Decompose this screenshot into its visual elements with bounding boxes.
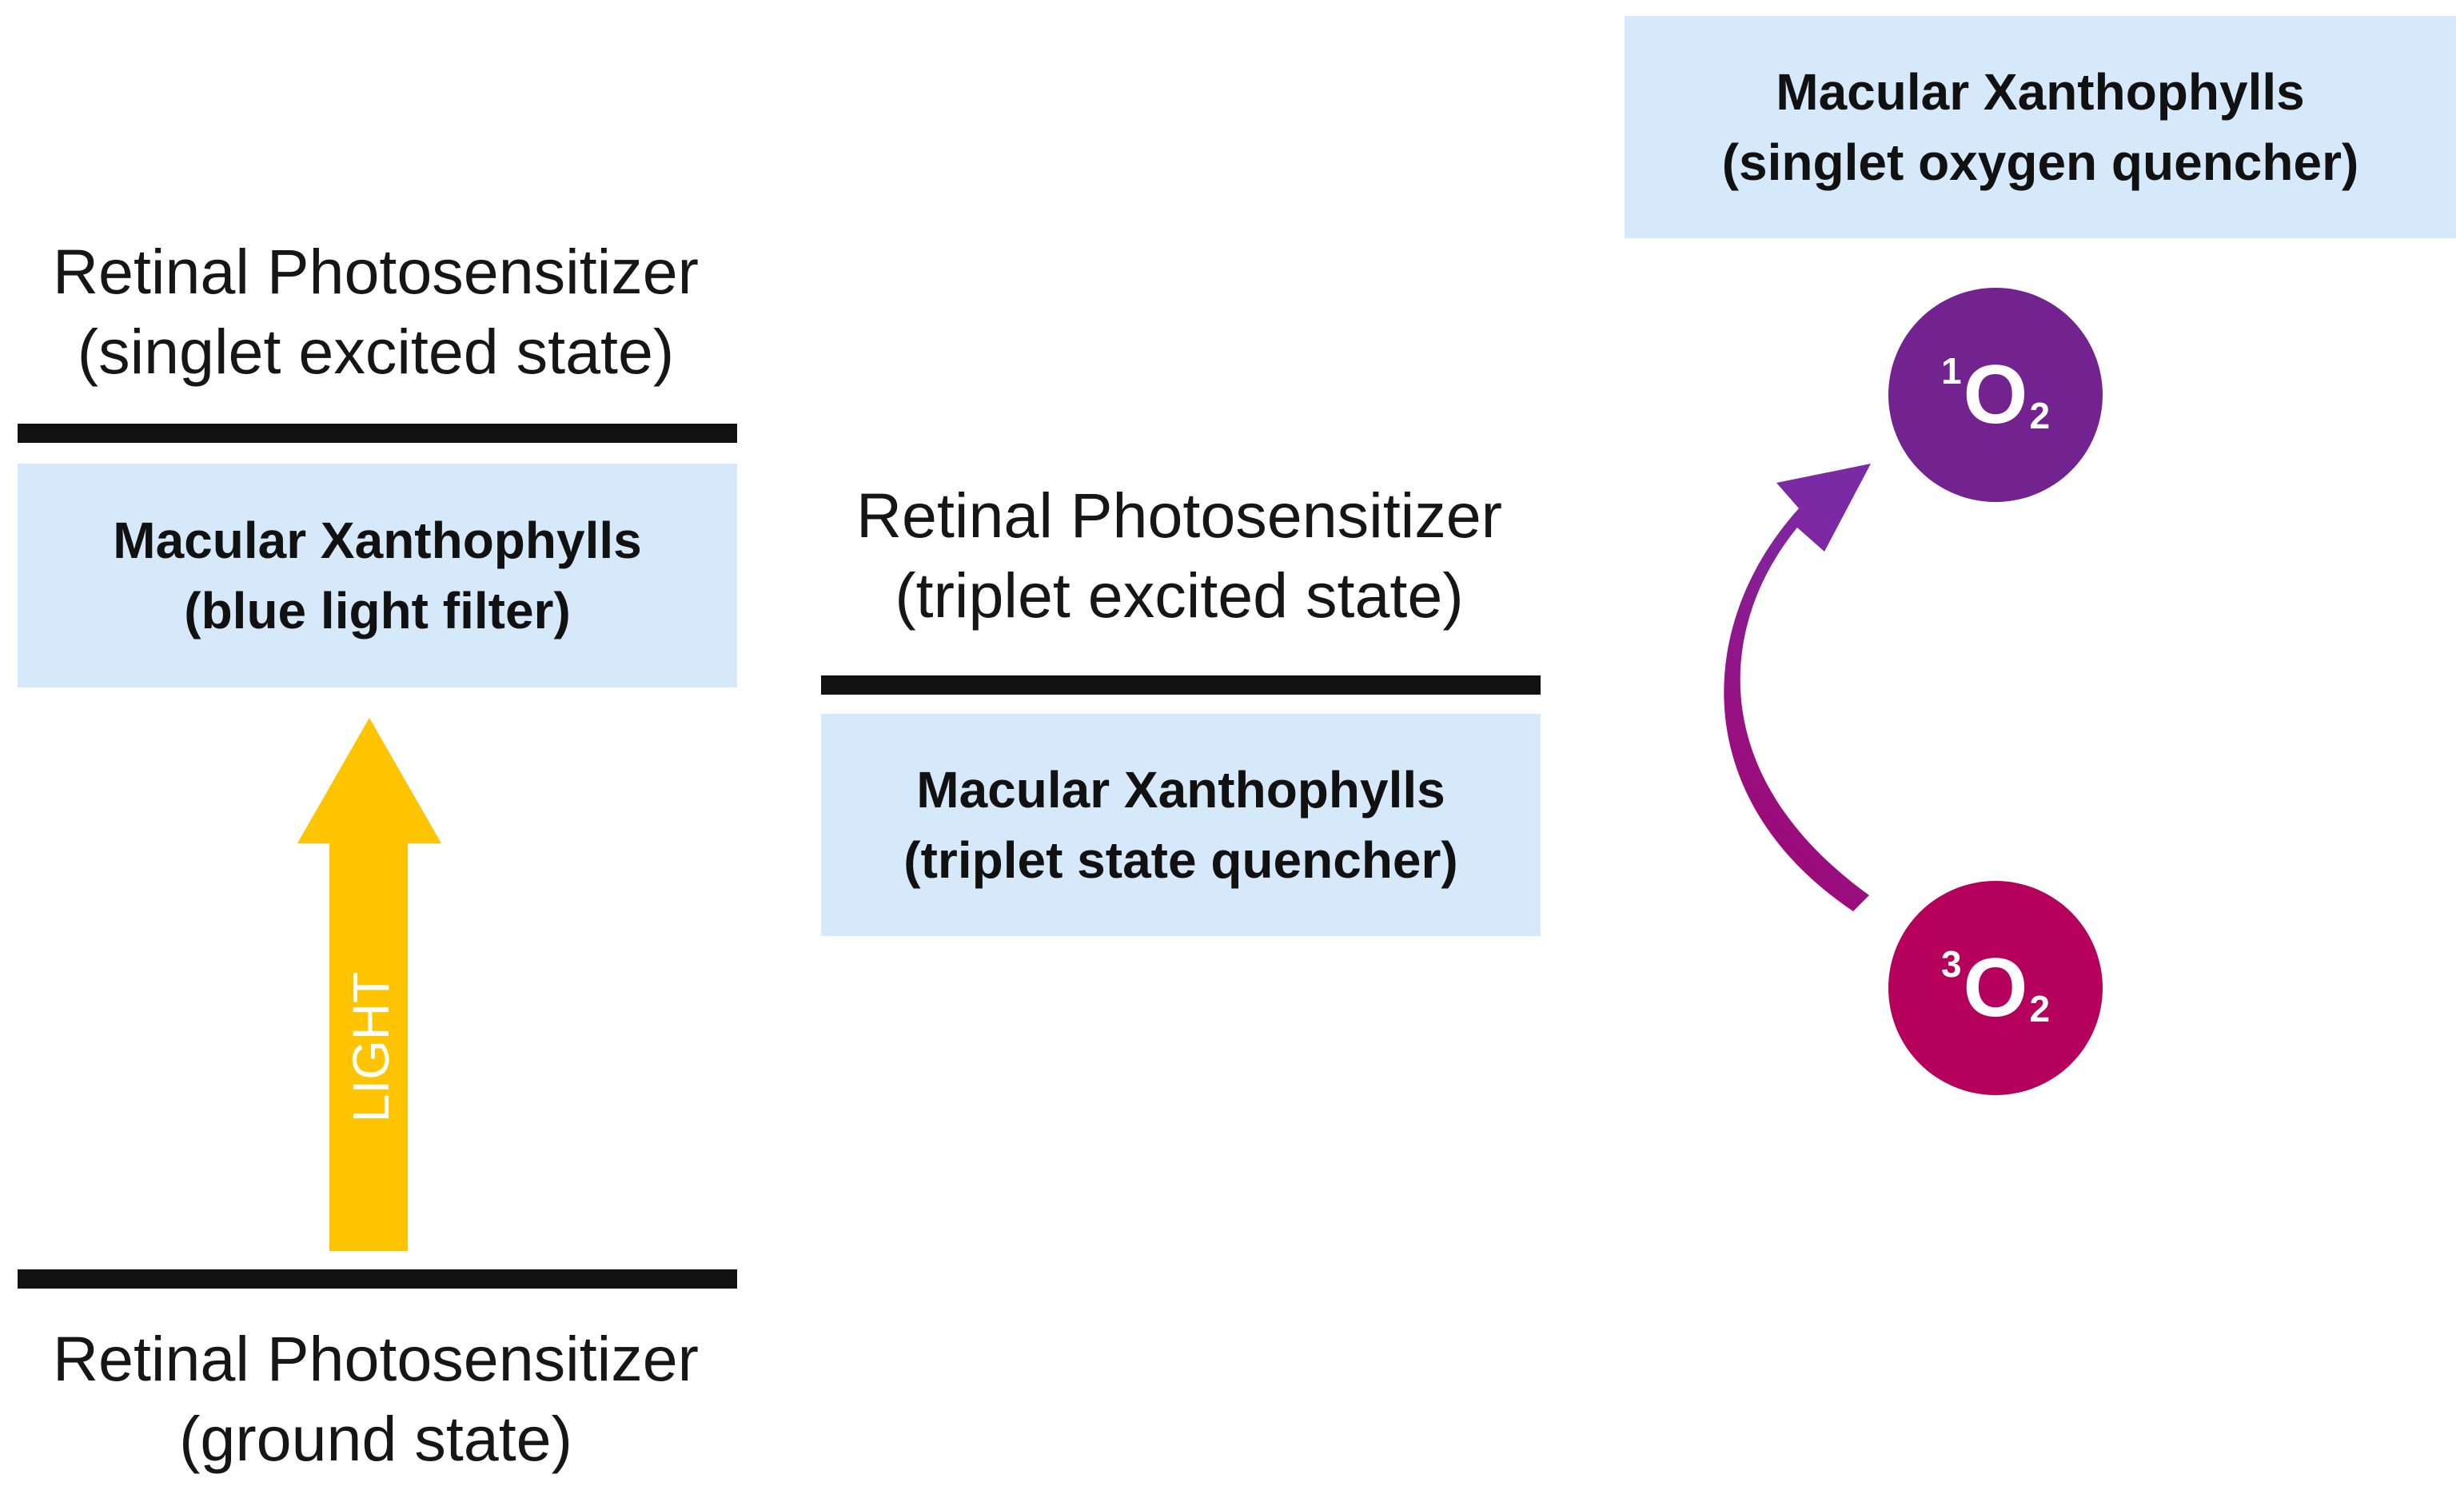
singlet-oxygen-subscript: 2	[2029, 395, 2051, 436]
triplet-excited-state-label-line2: (triplet excited state)	[895, 560, 1464, 631]
singlet-oxygen-symbol: O	[1963, 348, 2028, 441]
ground-state-level	[18, 1269, 737, 1289]
triplet-excited-state-label: Retinal Photosensitizer (triplet excited…	[819, 476, 1539, 635]
blue-light-filter-box-line1: Macular Xanthophylls	[113, 512, 642, 569]
triplet-oxygen-circle: 3 O 2	[1888, 881, 2103, 1095]
singlet-oxygen-quencher-box-line1: Macular Xanthophylls	[1776, 63, 2305, 121]
singlet-oxygen-superscript: 1	[1940, 350, 1962, 392]
blue-light-filter-box-line2: (blue light filter)	[184, 582, 571, 639]
triplet-oxygen-superscript: 3	[1940, 943, 1962, 985]
ground-state-label-line2: (ground state)	[179, 1403, 572, 1474]
light-arrow	[297, 718, 441, 1251]
singlet-oxygen-quencher-box: Macular Xanthophylls (singlet oxygen que…	[1625, 16, 2456, 238]
oxygen-transition-arrow	[1724, 464, 1871, 911]
light-arrow-label: LIGHT	[342, 972, 400, 1122]
triplet-state-quencher-box-line1: Macular Xanthophylls	[916, 761, 1445, 819]
triplet-state-quencher-box-line2: (triplet state quencher)	[903, 831, 1458, 889]
triplet-state-quencher-box: Macular Xanthophylls (triplet state quen…	[821, 714, 1541, 936]
triplet-oxygen-subscript: 2	[2029, 988, 2051, 1030]
singlet-excited-state-level	[18, 424, 737, 443]
singlet-oxygen-circle: 1 O 2	[1888, 288, 2103, 502]
ground-state-label: Retinal Photosensitizer (ground state)	[16, 1319, 736, 1479]
blue-light-filter-box: Macular Xanthophylls (blue light filter)	[18, 464, 737, 687]
singlet-oxygen-quencher-box-line2: (singlet oxygen quencher)	[1721, 133, 2359, 191]
triplet-excited-state-level	[821, 675, 1541, 695]
triplet-oxygen-symbol: O	[1963, 941, 2028, 1034]
triplet-excited-state-label-line1: Retinal Photosensitizer	[856, 480, 1502, 551]
ground-state-label-line1: Retinal Photosensitizer	[53, 1323, 699, 1394]
singlet-excited-state-label: Retinal Photosensitizer (singlet excited…	[16, 232, 736, 392]
singlet-excited-state-label-line1: Retinal Photosensitizer	[53, 236, 699, 307]
singlet-excited-state-label-line2: (singlet excited state)	[77, 316, 675, 387]
